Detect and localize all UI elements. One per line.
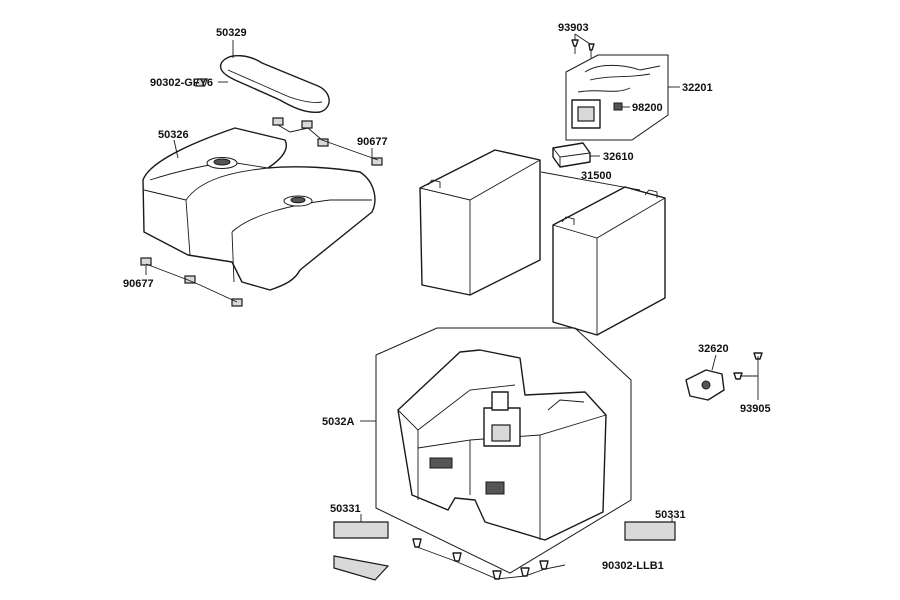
part-50331-pads-left [333,521,390,581]
part-50326-cover [142,127,376,291]
label-31500: 31500 [581,170,612,182]
part-32610-relay [552,142,591,168]
part-93903-bolt [571,33,595,58]
part-31500-battery-right [552,186,666,336]
leader-lines [145,40,759,522]
label-32620: 32620 [698,343,729,355]
part-31500-battery-left [419,149,541,296]
label-93905: 93905 [740,403,771,415]
part-90302-gfy6-clip [194,78,209,87]
label-90677-top: 90677 [357,136,388,148]
label-90302-llb1: 90302-LLB1 [602,560,664,572]
label-98200: 98200 [632,102,663,114]
part-90677-clips-top [272,117,383,166]
label-93903: 93903 [558,22,589,34]
label-32610: 32610 [603,151,634,163]
part-5032a-battery-box [397,349,607,541]
part-5032a-box-outline [375,327,632,574]
part-50329-handle [219,55,330,114]
label-50326: 50326 [158,129,189,141]
label-50331-left: 50331 [330,503,361,515]
leader-31500 [540,171,641,191]
part-32620-socket [685,369,725,401]
label-50329: 50329 [216,27,247,39]
label-32201: 32201 [682,82,713,94]
part-93905-screws [733,352,763,396]
label-5032a: 5032A [322,416,354,428]
part-90677-clips-bottom [140,257,243,307]
part-50331-pad-right [624,521,676,541]
part-90302-llb1-bolts [412,538,566,580]
label-90302-gfy6: 90302-GFY6 [150,77,213,89]
part-32201-harness [565,54,669,141]
label-50331-right: 50331 [655,509,686,521]
label-90677-bottom: 90677 [123,278,154,290]
